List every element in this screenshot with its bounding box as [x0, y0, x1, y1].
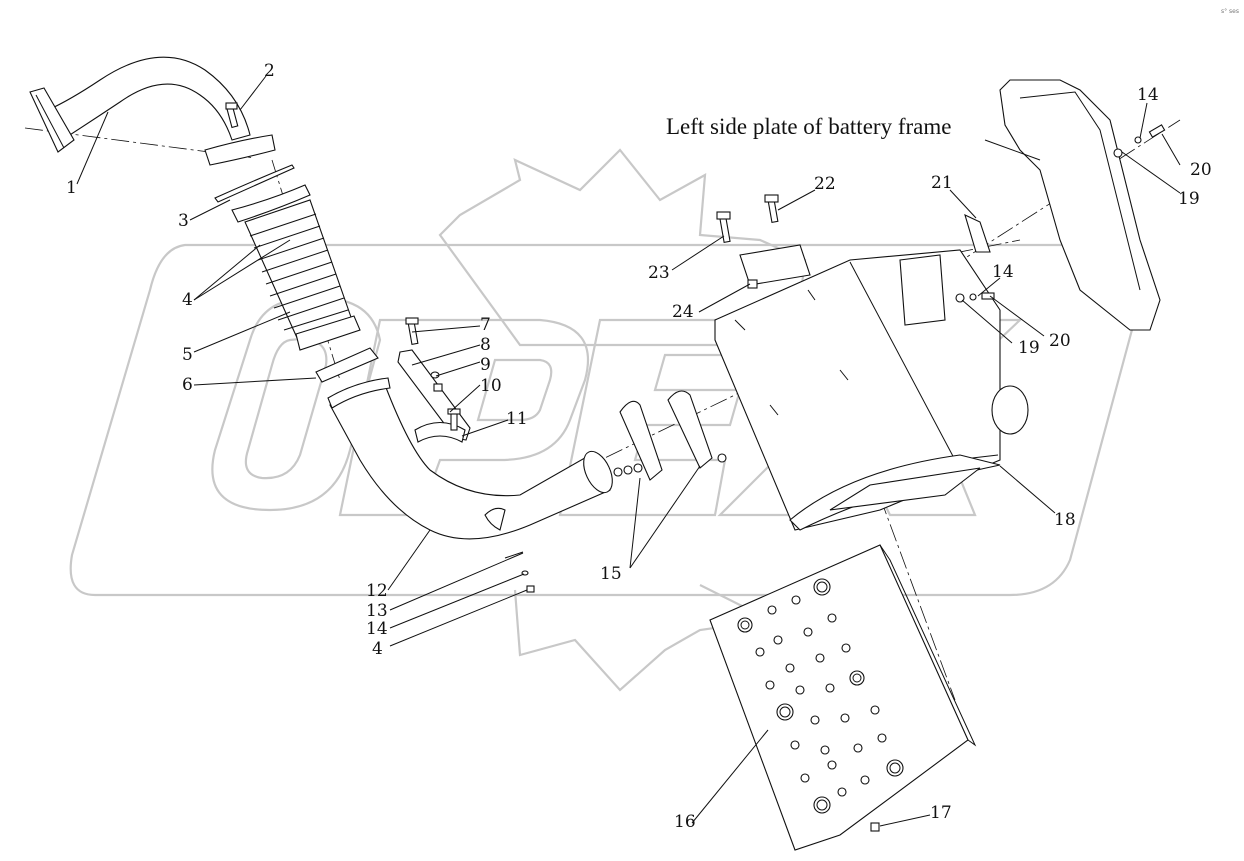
- callout-19: 19: [1018, 338, 1040, 358]
- callout-6: 6: [182, 375, 193, 395]
- callout-23: 23: [648, 263, 670, 283]
- hardware-13-14-4: [504, 551, 535, 593]
- shield-bolt-head: [755, 647, 765, 657]
- callout-5: 5: [182, 345, 193, 365]
- bracket-8: [397, 349, 471, 443]
- shield-bolt-head: [815, 653, 825, 663]
- caption-battery-frame: Left side plate of battery frame: [666, 114, 951, 139]
- nut-24: [747, 279, 758, 289]
- shield-bolt-inner: [740, 620, 750, 630]
- battery-frame-side-plate: [999, 79, 1161, 331]
- corner-mark: s° ses: [1221, 8, 1239, 15]
- shield-bolt-inner: [889, 762, 901, 774]
- shield-bolt-head: [837, 787, 847, 797]
- callout-20: 20: [1049, 331, 1071, 351]
- callout-2: 2: [264, 61, 275, 81]
- callout-9: 9: [480, 355, 491, 375]
- callout-18: 18: [1054, 510, 1076, 530]
- shield-bolt-head: [810, 715, 820, 725]
- callout-10: 10: [480, 376, 502, 396]
- shield-bolt-head: [813, 796, 831, 814]
- callout-8: 8: [480, 335, 491, 355]
- callout-19-upper: 19: [1178, 189, 1200, 209]
- callout-labels: 1 2 3 4 5 6 7 8 9 10 11 12 13 14 4 15 16…: [66, 61, 1212, 832]
- bolt-22: [764, 194, 779, 223]
- shield-bolt-head: [813, 578, 831, 596]
- shield-bolt-head: [765, 680, 775, 690]
- callout-4: 4: [182, 290, 193, 310]
- muffler-18: [714, 244, 1029, 531]
- bolt-2: [225, 102, 239, 129]
- shield-bolt-head: [827, 613, 837, 623]
- shield-bolt-head: [795, 685, 805, 695]
- shield-bolt-head: [840, 713, 850, 723]
- bolt-23: [716, 211, 731, 243]
- hardware-14-19-20-upper: [1113, 124, 1166, 158]
- callout-21: 21: [931, 173, 953, 193]
- shield-bolt-head: [860, 775, 870, 785]
- heat-shield-16: [709, 544, 977, 851]
- shield-bolt-head: [767, 605, 777, 615]
- centerline-bracket: [899, 119, 1181, 301]
- callout-22: 22: [814, 174, 836, 194]
- shield-bolt-head: [820, 745, 830, 755]
- callout-15: 15: [600, 564, 622, 584]
- shield-bolt-inner: [816, 581, 828, 593]
- callout-3: 3: [178, 211, 189, 231]
- callout-11: 11: [506, 409, 528, 429]
- shield-bolt-head: [791, 595, 801, 605]
- shield-bolt-head: [737, 617, 753, 633]
- shield-bolt-head: [877, 733, 887, 743]
- shield-bolt-inner: [816, 799, 828, 811]
- shield-bolt-head: [800, 773, 810, 783]
- leader-lines: [76, 75, 1181, 827]
- shield-bolt-head: [773, 635, 783, 645]
- shield-bolt-head: [790, 740, 800, 750]
- shield-bolt-head: [886, 759, 904, 777]
- exhaust-elbow-pipe: [29, 56, 276, 166]
- shield-bolt-head: [785, 663, 795, 673]
- gasket-3: [214, 164, 295, 203]
- callout-24: 24: [672, 302, 694, 322]
- nut-10: [433, 383, 443, 392]
- callout-14-mid: 14: [992, 262, 1014, 282]
- heat-shield-bolts: [737, 578, 904, 814]
- callout-20-upper: 20: [1190, 160, 1212, 180]
- shield-bolt-head: [849, 670, 865, 686]
- callout-7: 7: [480, 315, 491, 335]
- exhaust-lower-pipe: [327, 377, 613, 540]
- shield-bolt-inner: [852, 673, 862, 683]
- shield-bolt-inner: [779, 706, 791, 718]
- shield-bolt-head: [825, 683, 835, 693]
- hardware-14-19-20-lower: [955, 292, 995, 303]
- callout-14-upper: 14: [1137, 85, 1159, 105]
- bracket-21: [964, 213, 991, 253]
- centerline-21: [869, 239, 1021, 271]
- callout-17: 17: [930, 803, 952, 823]
- callout-16: 16: [674, 812, 696, 832]
- clamps-15: [613, 390, 727, 481]
- shield-bolt-head: [827, 760, 837, 770]
- callout-4-lower: 4: [372, 639, 383, 659]
- shield-bolt-head: [803, 627, 813, 637]
- shield-bolt-head: [841, 643, 851, 653]
- callout-1: 1: [66, 178, 77, 198]
- callout-13: 13: [366, 601, 388, 621]
- clamp-6: [315, 347, 379, 383]
- callout-14: 14: [366, 619, 388, 639]
- shield-bolt-head: [776, 703, 794, 721]
- bolt-17: [870, 822, 880, 832]
- shield-bolt-head: [870, 705, 880, 715]
- shield-bolt-head: [853, 743, 863, 753]
- callout-12: 12: [366, 581, 388, 601]
- flex-bellows: [231, 184, 361, 351]
- bolt-7: [405, 317, 419, 345]
